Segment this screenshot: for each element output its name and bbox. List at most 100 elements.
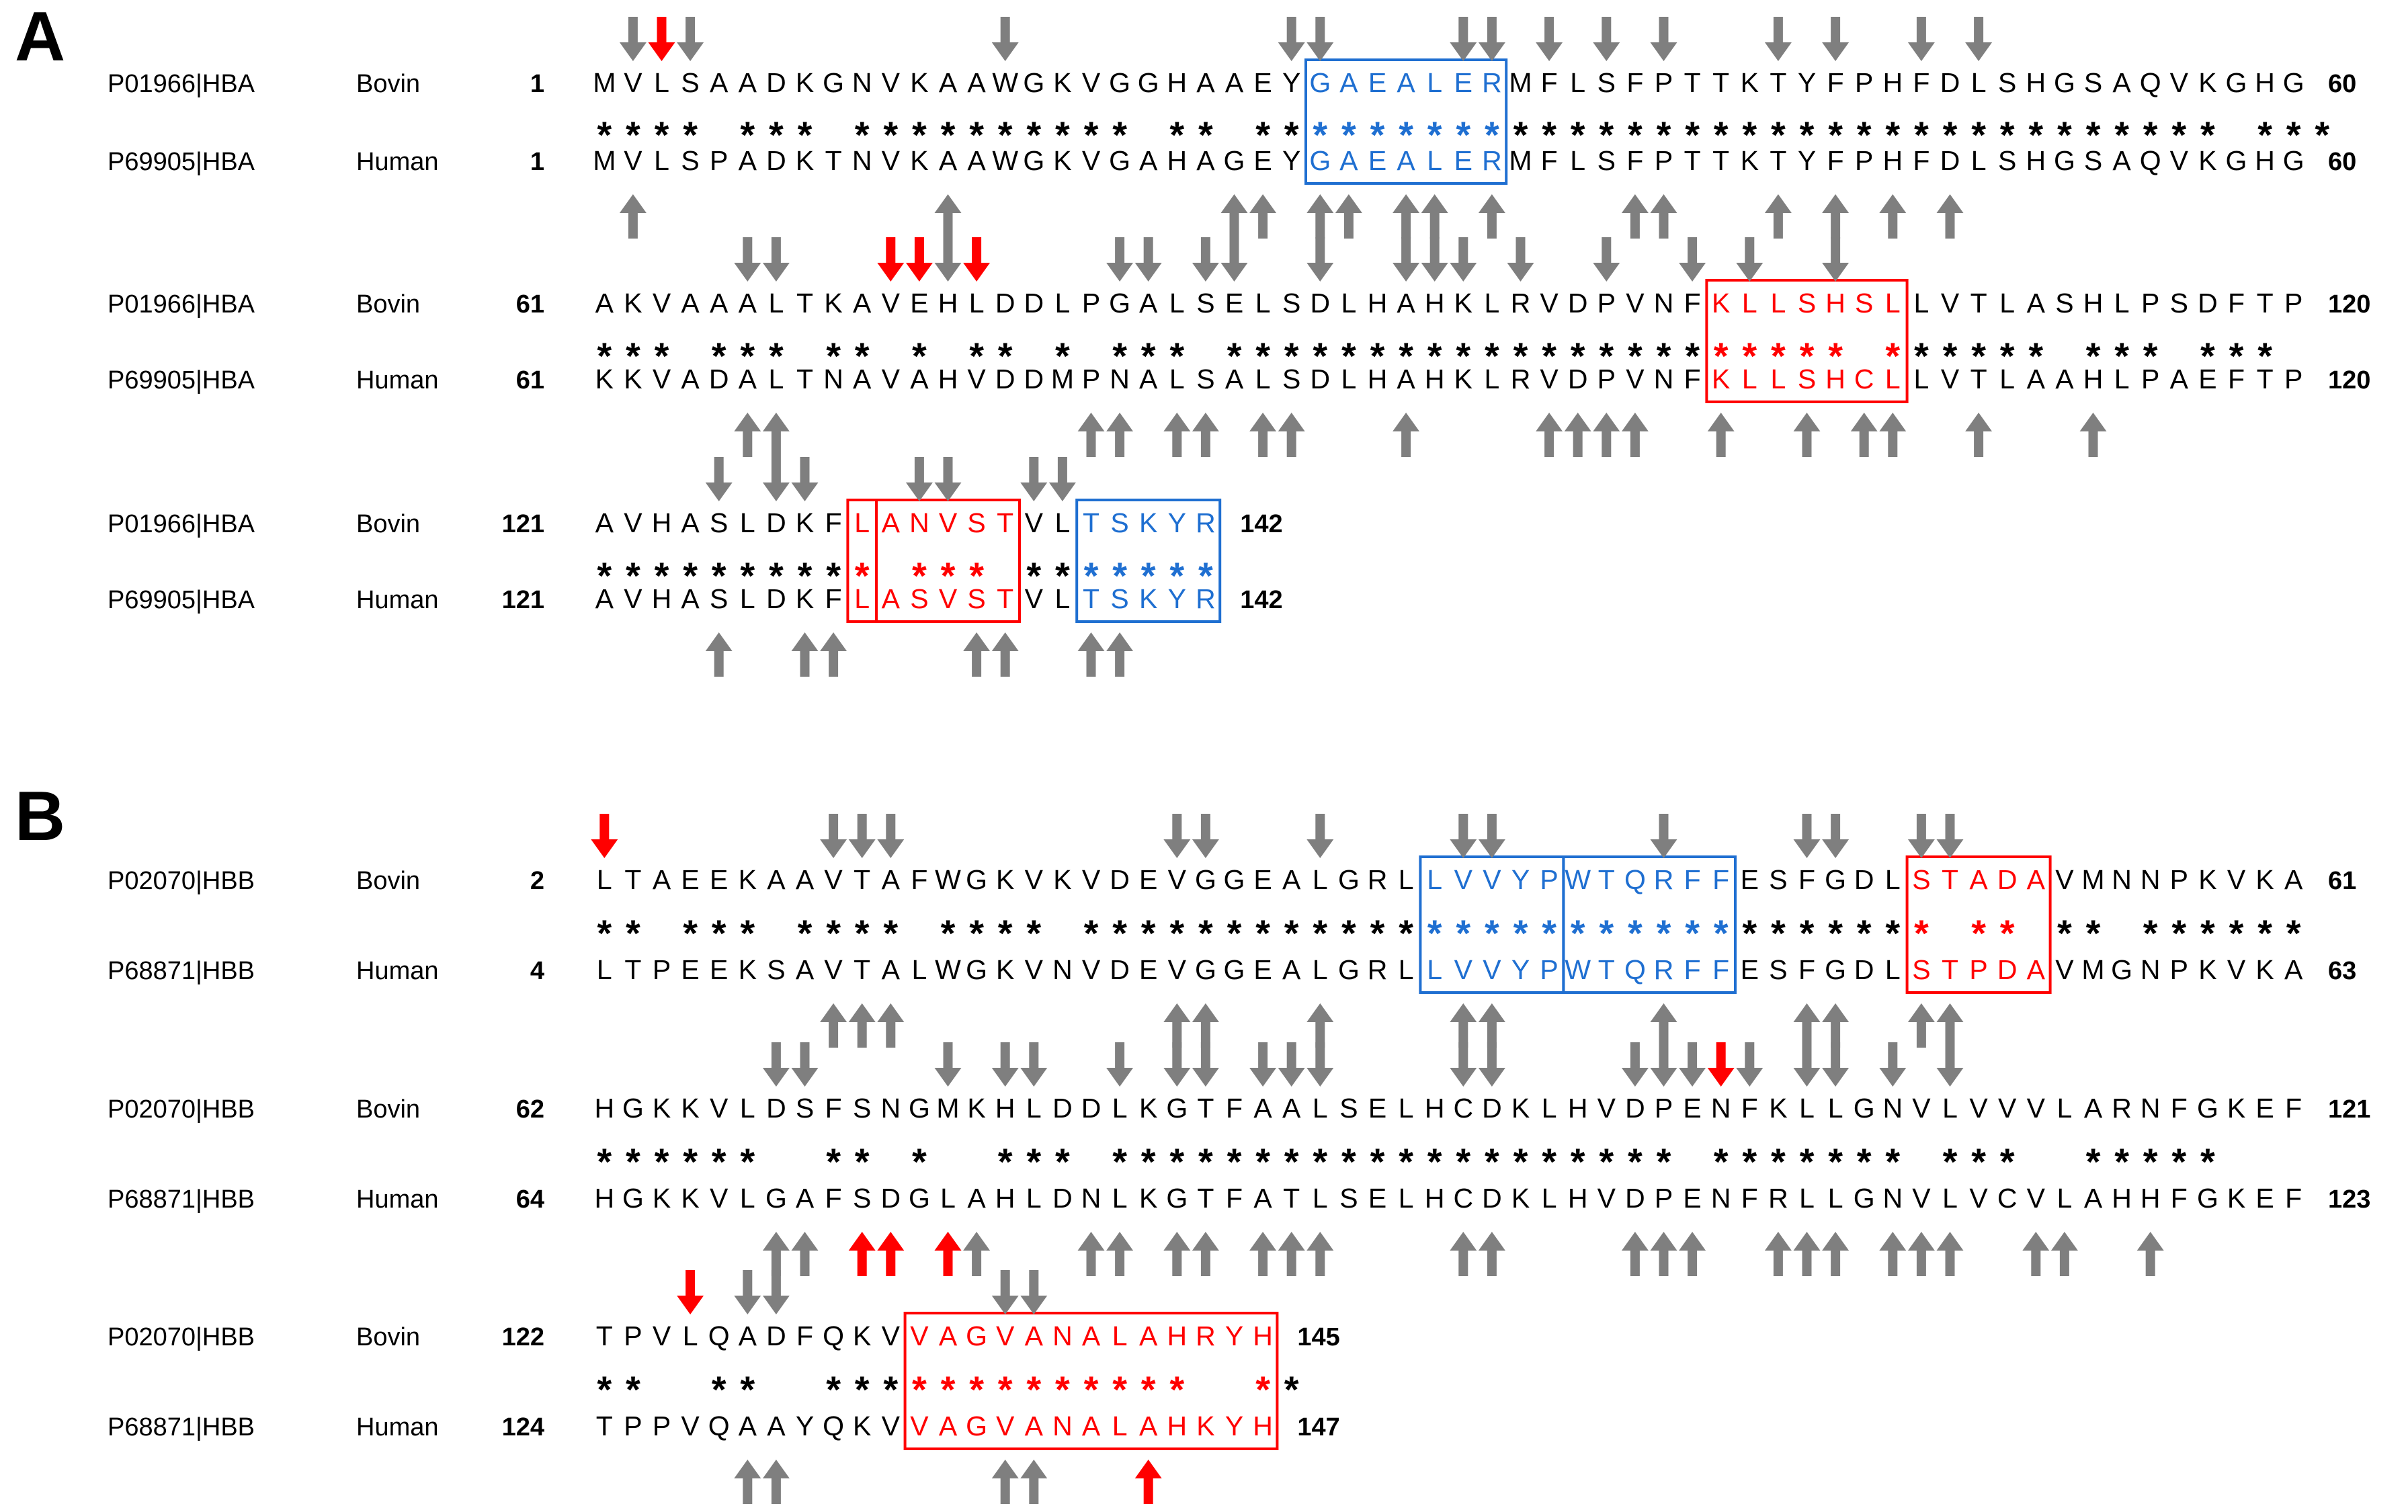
up-arrow-icon bbox=[762, 1460, 790, 1504]
down-arrow-icon bbox=[1507, 237, 1534, 282]
up-arrow-icon bbox=[1764, 1232, 1792, 1276]
down-arrow-icon bbox=[1278, 1042, 1305, 1087]
up-arrow-icon bbox=[1421, 194, 1448, 239]
start-position: 4 bbox=[530, 957, 544, 985]
up-arrow-icon bbox=[1621, 413, 1649, 457]
up-arrow-icon bbox=[1478, 1232, 1505, 1276]
down-arrow-icon bbox=[1163, 1042, 1191, 1087]
down-arrow-icon bbox=[1907, 814, 1935, 858]
up-arrow-icon bbox=[934, 1232, 962, 1276]
down-arrow-icon bbox=[791, 1042, 819, 1087]
up-arrow-icon bbox=[1621, 194, 1649, 239]
end-position: 123 bbox=[2328, 1185, 2370, 1214]
end-position: 61 bbox=[2328, 867, 2356, 895]
up-arrow-icon bbox=[1907, 1003, 1935, 1048]
red-region-box bbox=[1905, 855, 2052, 994]
up-arrow-icon bbox=[1335, 194, 1362, 239]
down-arrow-icon bbox=[1421, 237, 1448, 282]
up-arrow-icon bbox=[791, 1232, 819, 1276]
species-name: Human bbox=[356, 586, 439, 614]
species-name: Bovin bbox=[356, 1095, 420, 1124]
panel-label: A bbox=[15, 0, 65, 76]
start-position: 62 bbox=[516, 1095, 544, 1124]
up-arrow-icon bbox=[1393, 194, 1420, 239]
up-arrow-icon bbox=[2079, 413, 2107, 457]
end-position: 147 bbox=[1297, 1413, 1339, 1441]
down-arrow-icon bbox=[905, 237, 933, 282]
up-arrow-icon bbox=[848, 1003, 876, 1048]
down-arrow-icon bbox=[619, 17, 647, 61]
up-arrow-icon bbox=[1106, 1232, 1134, 1276]
up-arrow-icon bbox=[1650, 194, 1677, 239]
up-arrow-icon bbox=[1679, 1232, 1706, 1276]
down-arrow-icon bbox=[1450, 17, 1477, 61]
down-arrow-icon bbox=[1822, 1042, 1850, 1087]
blue-region-box bbox=[1075, 499, 1222, 623]
up-arrow-icon bbox=[1822, 1232, 1850, 1276]
down-arrow-icon bbox=[1020, 457, 1048, 501]
down-arrow-icon bbox=[762, 1042, 790, 1087]
highlight-boxes bbox=[846, 58, 2052, 1450]
up-arrow-icon bbox=[1593, 413, 1620, 457]
up-arrow-icon bbox=[1249, 1232, 1277, 1276]
up-arrow-icon bbox=[1822, 194, 1850, 239]
species-name: Human bbox=[356, 957, 439, 985]
down-arrow-icon bbox=[1736, 1042, 1763, 1087]
down-arrow-icon bbox=[1306, 814, 1334, 858]
down-arrow-icon bbox=[1450, 1042, 1477, 1087]
sequence-accession: P69905|HBA bbox=[108, 366, 255, 394]
down-arrow-icon bbox=[934, 1042, 962, 1087]
up-arrow-icon bbox=[791, 632, 819, 677]
species-name: Bovin bbox=[356, 70, 420, 98]
up-arrow-icon bbox=[619, 194, 647, 239]
down-arrow-icon bbox=[1163, 814, 1191, 858]
start-position: 1 bbox=[530, 148, 544, 176]
sequence-accession: P68871|HBB bbox=[108, 1185, 255, 1214]
up-arrow-icon bbox=[1278, 1232, 1305, 1276]
up-arrow-icon bbox=[963, 1232, 991, 1276]
down-arrow-icon bbox=[1192, 814, 1219, 858]
sequence-accession: P01966|HBA bbox=[108, 70, 255, 98]
up-arrow-icon bbox=[762, 1232, 790, 1276]
up-arrow-icon bbox=[1163, 1003, 1191, 1048]
up-arrow-icon bbox=[1965, 413, 1993, 457]
up-arrow-icon bbox=[848, 1232, 876, 1276]
up-arrow-icon bbox=[1106, 413, 1134, 457]
start-position: 61 bbox=[516, 290, 544, 319]
up-arrow-icon bbox=[820, 1003, 847, 1048]
down-arrow-icon bbox=[820, 814, 847, 858]
down-arrow-icon bbox=[934, 457, 962, 501]
down-arrow-icon bbox=[1536, 17, 1563, 61]
up-arrow-icon bbox=[1879, 413, 1907, 457]
down-arrow-icon bbox=[1793, 814, 1821, 858]
up-arrow-icon bbox=[1020, 1460, 1048, 1504]
down-arrow-icon bbox=[1593, 17, 1620, 61]
conservation-line: ****************************************… bbox=[597, 114, 2329, 156]
sequence-accession: P02070|HBB bbox=[108, 1323, 255, 1351]
down-arrow-icon bbox=[1450, 237, 1477, 282]
up-arrow-icon bbox=[1536, 413, 1563, 457]
down-arrow-icon bbox=[1393, 237, 1420, 282]
red-region-box bbox=[1705, 279, 1909, 403]
conservation-line: ****************************************… bbox=[597, 1140, 2215, 1183]
up-arrow-icon bbox=[1650, 1232, 1677, 1276]
end-position: 120 bbox=[2328, 366, 2370, 394]
up-arrow-icon bbox=[1163, 413, 1191, 457]
down-arrow-icon bbox=[848, 814, 876, 858]
down-arrow-icon bbox=[1679, 1042, 1706, 1087]
conservation-line: ******************* bbox=[597, 1368, 1298, 1411]
down-arrow-icon bbox=[877, 237, 905, 282]
up-arrow-icon bbox=[1077, 1232, 1105, 1276]
blue-region-box bbox=[1562, 855, 1737, 994]
conservation-line: ******************** bbox=[597, 554, 1213, 597]
up-arrow-icon bbox=[963, 632, 991, 677]
down-arrow-icon bbox=[905, 457, 933, 501]
up-arrow-icon bbox=[1822, 1003, 1850, 1048]
down-arrow-icon bbox=[648, 17, 675, 61]
